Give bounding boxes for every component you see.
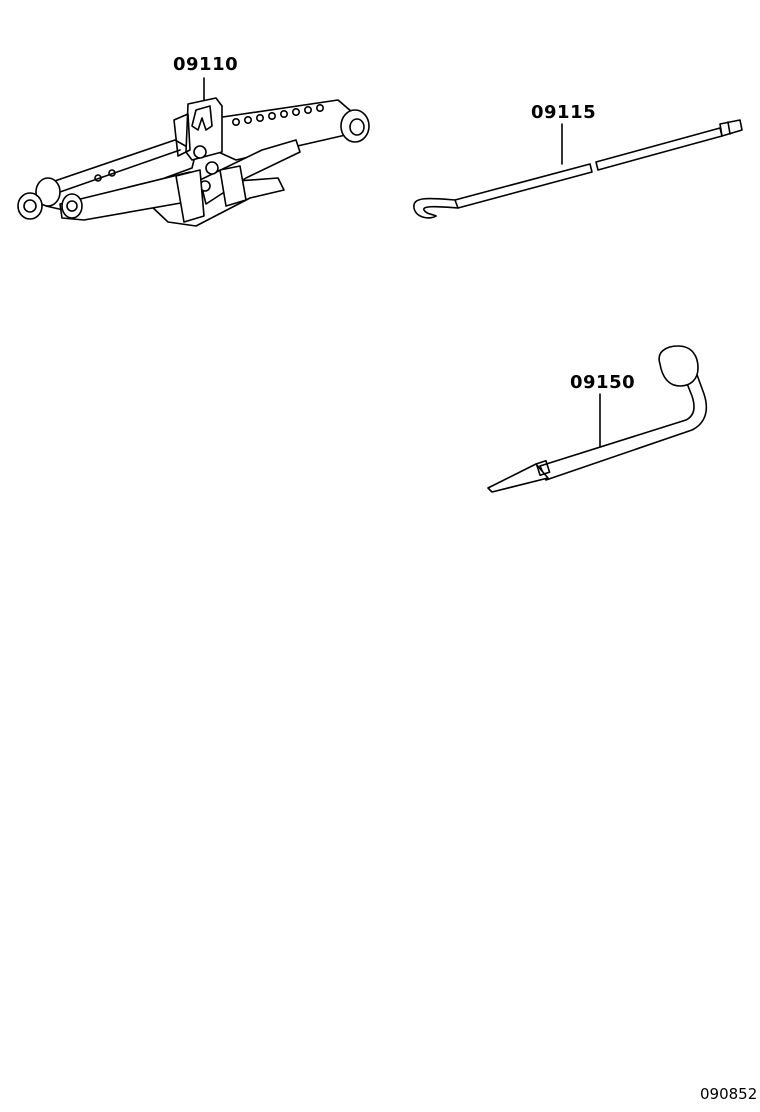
lug-wrench-illustration [487,345,708,493]
jack-illustration [17,77,370,227]
part-number-lug-wrench[interactable]: 09150 [570,372,636,393]
lug-wrench-flat-tip [487,463,549,493]
jack-screw-end [17,177,83,220]
jack-lower-bracket [175,169,205,223]
jack-gear-lower [205,161,219,175]
jack-gear-upper [193,145,207,159]
part-number-jack-handle[interactable]: 09115 [531,102,597,123]
part-number-jack[interactable]: 09110 [173,54,239,75]
lug-wrench-socket [658,345,699,387]
jack-handle-hook [413,197,456,219]
jack-arm-holes [232,104,324,127]
diagram-id: 090852 [700,1085,758,1103]
jack-handle-rod-rear [595,127,723,171]
jack-handle-illustration [413,119,743,219]
jack-handle-tip [719,119,743,137]
jack-handle-rod-front [454,163,593,209]
